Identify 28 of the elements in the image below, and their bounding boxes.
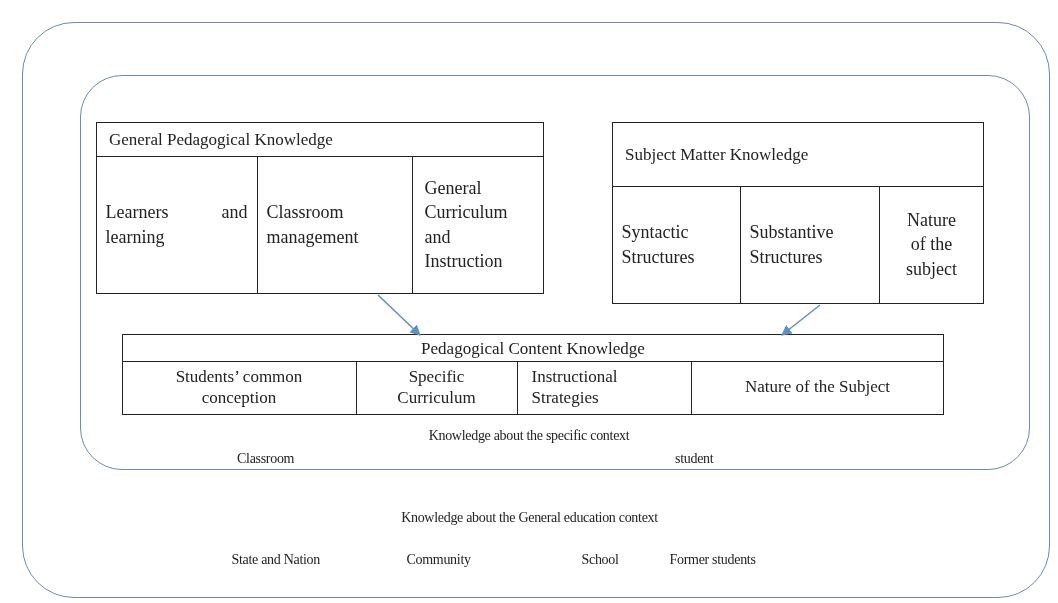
arrow (377, 294, 421, 336)
cell-text: Students’ common conception (174, 367, 304, 408)
table-heading: Pedagogical Content Knowledge (421, 338, 645, 359)
knowledge-table (612, 122, 984, 304)
cell-text: Nature of the subject (905, 209, 958, 281)
arrow (781, 304, 821, 336)
table-heading: General Pedagogical Knowledge (109, 130, 333, 150)
cell-text: Substantive Structures (749, 221, 835, 269)
context-region (22, 22, 1050, 598)
context-label: Knowledge about the specific context (428, 428, 630, 444)
cell-text: Learners and learning (105, 201, 248, 249)
context-label: Former students (669, 551, 756, 568)
context-label: Knowledge about the General education context (401, 509, 658, 526)
knowledge-table (96, 122, 544, 294)
context-region (79, 74, 1030, 470)
context-label: Community (406, 551, 471, 568)
context-label: student (675, 451, 714, 467)
cell-text: Syntactic Structures (621, 221, 696, 269)
cell-text: Instructional Strategies (531, 367, 619, 408)
cell-text: Nature of the Subject (745, 377, 890, 398)
context-label: State and Nation (231, 551, 320, 568)
knowledge-table (122, 334, 944, 415)
context-label: School (581, 551, 619, 568)
cell-text: Specific Curriculum (396, 367, 477, 408)
cell-text: Classroom management (266, 201, 360, 249)
context-label: Classroom (237, 451, 295, 467)
cell-text: General Curriculum and Instruction (424, 176, 509, 273)
table-heading: Subject Matter Knowledge (625, 145, 809, 165)
